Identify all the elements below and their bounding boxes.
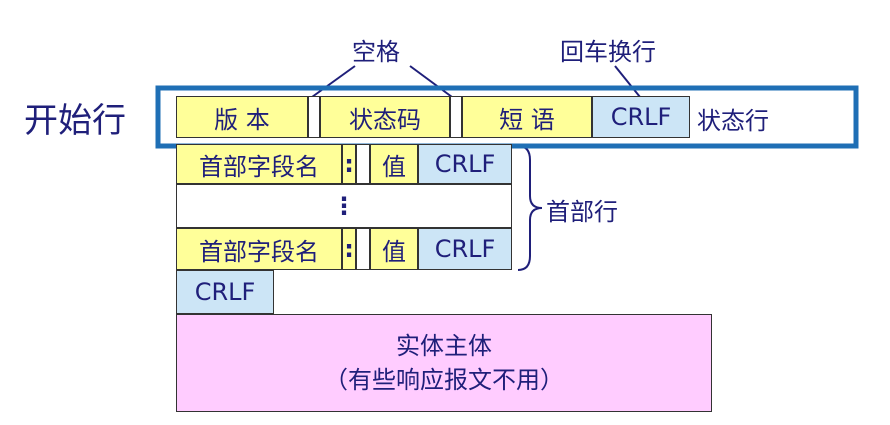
status-crlf-field: CRLF — [592, 96, 690, 138]
status-code-field: 状态码 — [320, 96, 450, 138]
header-crlf: CRLF — [418, 228, 512, 270]
header-field-name: 首部字段名 — [176, 144, 342, 184]
status-line-label: 状态行 — [697, 107, 769, 135]
space-gap-1 — [308, 96, 320, 138]
header-space-gap — [356, 144, 370, 184]
header-value: 值 — [370, 228, 418, 270]
entity-body-title: 实体主体 — [396, 332, 492, 360]
space-pointer-left — [311, 65, 356, 98]
header-space-gap — [356, 228, 370, 270]
version-field: 版 本 — [176, 96, 308, 138]
header-colon: : — [342, 228, 356, 270]
header-field-name: 首部字段名 — [176, 228, 342, 270]
blank-line-crlf: CRLF — [176, 270, 274, 314]
header-lines-label: 首部行 — [546, 198, 618, 226]
crlf-caption-label: 回车换行 — [560, 38, 656, 66]
entity-body: 实体主体 （有些响应报文不用） — [176, 314, 712, 412]
phrase-field: 短 语 — [462, 96, 592, 138]
header-colon: : — [342, 144, 356, 184]
start-line-label: 开始行 — [24, 101, 126, 141]
space-label: 空格 — [352, 38, 400, 66]
entity-body-note: （有些响应报文不用） — [324, 366, 564, 394]
header-ellipsis: ⋮ — [176, 184, 512, 228]
space-gap-2 — [450, 96, 462, 138]
header-value: 值 — [370, 144, 418, 184]
header-lines-brace — [517, 145, 543, 271]
space-pointer-right — [409, 65, 453, 98]
crlf-pointer — [614, 65, 641, 98]
header-crlf: CRLF — [418, 144, 512, 184]
